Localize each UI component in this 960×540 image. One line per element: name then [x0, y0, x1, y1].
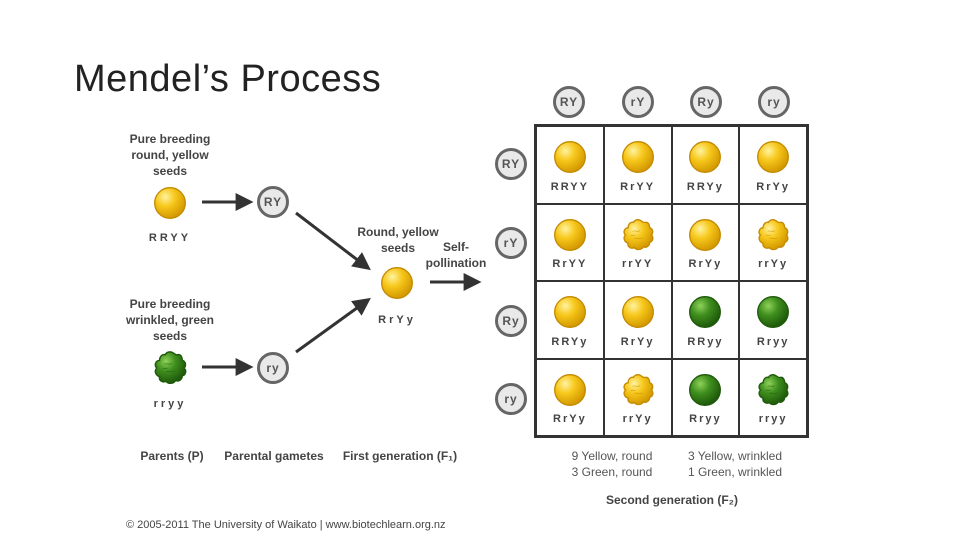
punnett-cell: rrYY	[603, 203, 672, 281]
row-gamete-3: Ry	[495, 305, 527, 337]
col-gamete-4: ry	[758, 86, 790, 118]
punnett-cell: rryy	[739, 358, 807, 436]
parent1-label: Pure breeding round, yellow seeds	[129, 132, 211, 178]
parent2-gamete: ry	[257, 352, 289, 384]
green-round-seed-icon	[687, 372, 723, 408]
punnett-cell: RRYy	[536, 281, 604, 359]
punnett-cell: Rryy	[739, 281, 807, 359]
arrow-gamete2-to-f1	[295, 297, 371, 354]
yellow-round-seed-icon	[687, 139, 723, 175]
punnett-cell-genotype: Rryy	[756, 335, 790, 348]
row-gamete-1: RY	[495, 148, 527, 180]
col-gamete-2: rY	[622, 86, 654, 118]
f1-label: Round, yellow seeds	[357, 225, 439, 255]
punnett-cell: RrYy	[739, 126, 807, 204]
punnett-cell-genotype: RRyy	[687, 335, 724, 348]
yellow-wrinkled-seed-icon	[620, 372, 656, 408]
punnett-cell: RrYY	[603, 126, 672, 204]
row-gamete-2: rY	[495, 227, 527, 259]
yellow-round-seed-icon	[687, 217, 723, 253]
punnett-cell-genotype: rrYY	[622, 258, 654, 270]
punnett-cell: RrYy	[603, 281, 672, 359]
punnett-cell: RRYy	[671, 126, 740, 204]
punnett-cell: RrYy	[671, 203, 740, 281]
punnett-cell-genotype: RRYy	[686, 180, 724, 193]
summary-wrinkled: 3 Yellow, wrinkled 1 Green, wrinkled	[687, 449, 783, 479]
punnett-cell: RRYY	[536, 126, 604, 204]
punnett-cell-genotype: RrYy	[553, 413, 587, 425]
punnett-cell-genotype: rrYy	[758, 258, 789, 270]
col-gamete-3: Ry	[690, 86, 722, 118]
punnett-cell-genotype: RrYY	[620, 180, 656, 193]
col-gamete-1: RY	[553, 86, 585, 118]
punnett-cell-genotype: rrYy	[622, 413, 653, 425]
punnett-cell-genotype: RRYY	[550, 180, 589, 193]
copyright-text: © 2005-2011 The University of Waikato | …	[126, 519, 446, 531]
punnett-cell: rrYy	[603, 358, 672, 436]
green-wrinkled-seed-icon	[755, 372, 791, 408]
punnett-cell: RRyy	[671, 281, 740, 359]
punnett-cell-genotype: RrYy	[756, 180, 790, 193]
punnett-cell-genotype: RRYy	[551, 335, 589, 348]
label-gametes: Parental gametes	[224, 449, 324, 463]
punnett-cell-genotype: rryy	[758, 413, 788, 425]
green-round-seed-icon	[687, 294, 723, 330]
parent1-gamete: RY	[257, 186, 289, 218]
parent2-genotype: rryy	[153, 398, 187, 410]
label-parents: Parents (P)	[140, 449, 204, 463]
yellow-wrinkled-seed-icon	[620, 217, 656, 253]
self-pollination-label: Self- pollination	[425, 240, 487, 270]
punnett-cell: RrYY	[536, 203, 604, 281]
yellow-round-seed-icon	[755, 139, 791, 175]
yellow-round-seed-icon	[552, 372, 588, 408]
yellow-round-seed-icon	[552, 139, 588, 175]
f1-genotype: RrYy	[378, 314, 416, 326]
yellow-round-seed-icon	[552, 217, 588, 253]
punnett-cell-genotype: Rryy	[689, 413, 722, 425]
summary-round: 9 Yellow, round 3 Green, round	[571, 449, 653, 479]
yellow-wrinkled-seed-icon	[755, 217, 791, 253]
green-wrinkled-seed-icon	[151, 349, 189, 387]
punnett-cell-genotype: RrYy	[620, 335, 655, 348]
punnett-cell-genotype: RrYy	[688, 258, 723, 270]
green-round-seed-icon	[755, 294, 791, 330]
page-title: Mendel’s Process	[74, 58, 382, 100]
yellow-round-seed-icon	[552, 294, 588, 330]
row-gamete-4: ry	[495, 383, 527, 415]
punnett-cell: rrYy	[739, 203, 807, 281]
punnett-cell: Rryy	[671, 358, 740, 436]
punnett-cell-genotype: RrYY	[552, 258, 588, 270]
label-f1: First generation (F₁)	[342, 449, 458, 463]
f1-yellow-round-seed-icon	[379, 265, 415, 301]
label-f2: Second generation (F₂)	[605, 493, 738, 507]
yellow-round-seed-icon	[620, 294, 656, 330]
parent1-genotype: RRYY	[148, 232, 192, 244]
yellow-round-seed-icon	[620, 139, 656, 175]
parent2-label: Pure breeding wrinkled, green seeds	[125, 297, 215, 343]
arrow-gamete1-to-f1	[295, 211, 371, 271]
yellow-round-seed-icon	[152, 185, 188, 221]
punnett-cell: RrYy	[536, 358, 604, 436]
